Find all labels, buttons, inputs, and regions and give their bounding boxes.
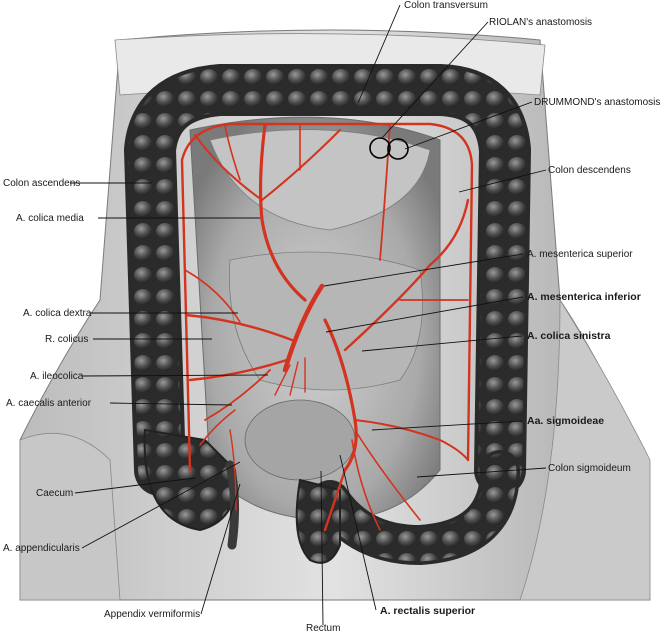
label-sigmoideae: Aa. sigmoideae (527, 415, 604, 427)
label-colica-sinistra: A. colica sinistra (527, 330, 611, 342)
drummond-anastomosis-marker (387, 138, 409, 160)
colon-frame (124, 64, 531, 566)
label-riolan-anastomosis: RIOLAN's anastomosis (489, 17, 592, 28)
anastomosis-markers (369, 137, 409, 160)
riolan-anastomosis-marker (369, 137, 391, 159)
label-r-colicus: R. colicus (45, 334, 88, 345)
label-colon-sigmoideum: Colon sigmoideum (548, 463, 631, 474)
label-colica-media: A. colica media (16, 213, 84, 224)
label-appendicularis: A. appendicularis (3, 543, 80, 554)
label-rectalis-superior: A. rectalis superior (380, 605, 475, 617)
label-mesenterica-inferior: A. mesenterica inferior (527, 291, 641, 303)
arterial-network (180, 122, 474, 532)
label-colon-transversum: Colon transversum (404, 0, 488, 11)
label-drummond-anastomosis: DRUMMOND's anastomosis (534, 97, 660, 108)
leader-lines (70, 4, 547, 626)
labels: Colon transversum RIOLAN's anastomosis D… (3, 0, 660, 634)
label-colon-ascendens: Colon ascendens (3, 178, 80, 189)
label-caecalis-anterior: A. caecalis anterior (6, 398, 92, 409)
label-ileocolica: A. ileocolica (30, 371, 84, 382)
label-colica-dextra: A. colica dextra (23, 308, 92, 319)
label-colon-descendens: Colon descendens (548, 165, 631, 176)
label-rectum: Rectum (306, 623, 340, 634)
label-appendix-vermiformis: Appendix vermiformis (104, 609, 200, 620)
label-caecum: Caecum (36, 488, 73, 499)
label-mesenterica-superior: A. mesenterica superior (527, 249, 633, 260)
mesentery-cavity (189, 116, 441, 521)
